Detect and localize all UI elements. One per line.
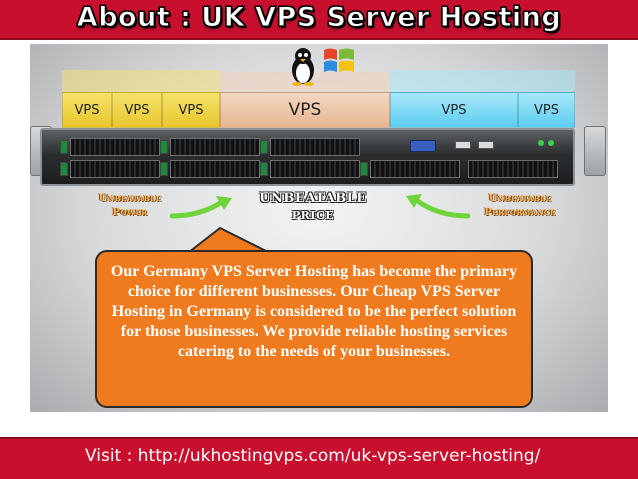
usb-port	[478, 141, 494, 149]
drive-led	[260, 162, 268, 176]
feature-power: Unbeatable Power	[90, 192, 170, 220]
vps-label-5: VPS	[441, 102, 467, 118]
status-light	[538, 140, 544, 146]
vps-label-3: VPS	[178, 102, 204, 118]
feature-performance-line2: Performance	[484, 207, 556, 218]
drive-bay	[468, 160, 558, 178]
linux-penguin-icon	[292, 48, 314, 86]
drive-bay	[270, 160, 360, 178]
drive-led	[60, 140, 68, 154]
callout-text: Our Germany VPS Server Hosting has becom…	[110, 263, 518, 360]
feature-performance: Unbeatable Performance	[470, 192, 570, 220]
feature-price-line2: PRICE	[291, 209, 335, 222]
vps-box-4: VPS	[220, 92, 390, 128]
rack-ear-right	[584, 126, 606, 176]
footer-banner	[0, 437, 638, 479]
vps-label-1: VPS	[74, 102, 100, 118]
vga-port	[410, 140, 436, 152]
vps-label-4: VPS	[288, 100, 322, 120]
drive-led	[160, 140, 168, 154]
vps-label-2: VPS	[124, 102, 150, 118]
vps-box-2: VPS	[112, 92, 162, 128]
vps-box-5: VPS	[390, 92, 518, 128]
feature-performance-line1: Unbeatable	[488, 193, 552, 204]
windows-logo-icon	[324, 48, 354, 72]
drive-led	[60, 162, 68, 176]
page-title: About : UK VPS Server Hosting	[76, 2, 562, 34]
feature-price-line1: UNBEATABLE	[259, 191, 367, 206]
drive-bay	[370, 160, 460, 178]
feature-power-line1: Unbeatable	[98, 193, 162, 204]
title-banner	[0, 0, 638, 40]
usb-port	[455, 141, 471, 149]
vps-label-6: VPS	[534, 102, 559, 118]
status-light	[548, 140, 554, 146]
drive-bay	[170, 138, 260, 156]
callout-bubble	[95, 250, 533, 408]
footer-link[interactable]: Visit : http://ukhostingvps.com/uk-vps-s…	[85, 446, 541, 466]
vps-box-3: VPS	[162, 92, 220, 128]
vps-box-1: VPS	[62, 92, 112, 128]
arrow-right-icon	[406, 194, 470, 219]
vps-box-6: VPS	[518, 92, 575, 128]
feature-price: UNBEATABLE PRICE	[258, 190, 368, 224]
drive-led	[360, 162, 368, 176]
arrow-left-icon	[170, 196, 232, 219]
drive-led	[160, 162, 168, 176]
drive-bay	[70, 160, 160, 178]
drive-bay	[70, 138, 160, 156]
feature-power-line2: Power	[112, 207, 148, 218]
drive-bay	[170, 160, 260, 178]
drive-led	[260, 140, 268, 154]
drive-bay	[270, 138, 360, 156]
